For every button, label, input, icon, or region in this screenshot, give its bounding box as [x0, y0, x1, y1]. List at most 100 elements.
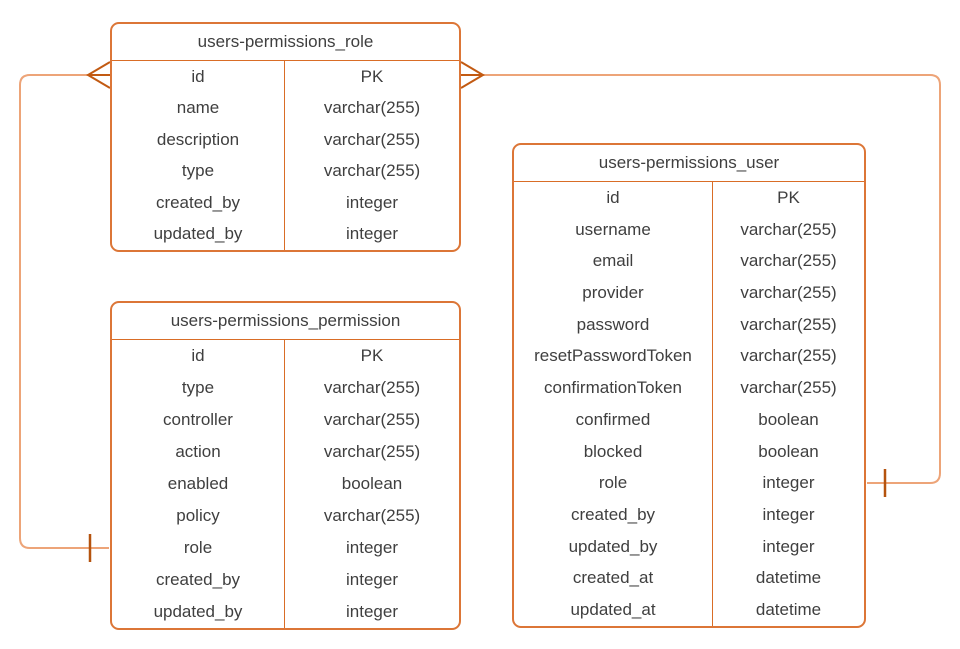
field-row: action varchar(255): [112, 436, 459, 468]
entity-table-users-permissions-user: users-permissions_user id PK username va…: [512, 143, 866, 628]
field-row: type varchar(255): [112, 155, 459, 187]
field-type: varchar(255): [740, 314, 837, 334]
field-name: username: [514, 213, 713, 246]
field-row: provider varchar(255): [514, 277, 864, 309]
field-type: datetime: [755, 568, 822, 588]
field-row: created_at datetime: [514, 562, 864, 595]
field-row: resetPasswordToken varchar(255): [514, 340, 864, 373]
field-type: boolean: [758, 409, 819, 429]
field-name: id: [514, 182, 713, 214]
field-type: integer: [762, 536, 815, 556]
field-name: id: [112, 340, 285, 372]
field-row: name varchar(255): [112, 92, 459, 124]
field-type: varchar(255): [740, 378, 837, 398]
field-row: id PK: [514, 182, 864, 214]
field-type: boolean: [341, 474, 403, 493]
field-name: id: [112, 61, 285, 93]
field-type: varchar(255): [323, 506, 421, 525]
field-name: created_by: [112, 564, 285, 596]
connector-line: [483, 74, 941, 484]
field-row: updated_by integer: [112, 596, 459, 628]
field-type: integer: [346, 602, 398, 621]
field-type: integer: [346, 570, 398, 589]
field-name: confirmationToken: [514, 372, 713, 405]
field-name: enabled: [112, 468, 285, 500]
field-name: updated_by: [112, 218, 285, 250]
field-type: varchar(255): [323, 129, 421, 149]
field-row: updated_by integer: [112, 218, 459, 250]
field-type: varchar(255): [323, 378, 421, 397]
field-row: role integer: [514, 467, 864, 500]
field-row: blocked boolean: [514, 435, 864, 468]
field-row: description varchar(255): [112, 124, 459, 156]
relationship-role-to-user: [460, 61, 941, 497]
field-type: varchar(255): [740, 346, 837, 366]
field-name: policy: [112, 500, 285, 532]
field-type: integer: [762, 473, 815, 493]
field-name: email: [514, 245, 713, 278]
field-type: integer: [346, 192, 398, 212]
connector-line: [19, 74, 109, 549]
field-row: username varchar(255): [514, 213, 864, 246]
table-body: id PK name varchar(255) description varc…: [112, 61, 459, 250]
field-type: boolean: [758, 441, 819, 461]
field-row: enabled boolean: [112, 468, 459, 500]
field-type: varchar(255): [740, 219, 837, 239]
crows-foot-many-icon: [86, 61, 111, 89]
field-name: created_at: [514, 562, 713, 595]
field-row: created_by integer: [112, 187, 459, 219]
field-row: id PK: [112, 61, 459, 93]
field-type: integer: [346, 538, 398, 557]
field-row: email varchar(255): [514, 245, 864, 278]
field-row: confirmed boolean: [514, 404, 864, 436]
relationship-role-to-permission: [19, 61, 111, 562]
field-name: created_by: [514, 499, 713, 531]
field-name: created_by: [112, 187, 285, 219]
field-row: id PK: [112, 340, 459, 372]
field-name: action: [112, 436, 285, 468]
table-title: users-permissions_user: [514, 145, 864, 182]
table-body: id PK type varchar(255) controller varch…: [112, 340, 459, 628]
crows-foot-many-icon: [460, 61, 485, 89]
field-row: controller varchar(255): [112, 404, 459, 436]
field-name: type: [112, 155, 285, 187]
entity-table-users-permissions-role: users-permissions_role id PK name varcha…: [110, 22, 461, 252]
table-body: id PK username varchar(255) email varcha…: [514, 182, 864, 627]
field-type: PK: [777, 187, 800, 207]
field-name: updated_by: [514, 530, 713, 563]
field-type: integer: [762, 505, 815, 525]
field-name: updated_by: [112, 596, 285, 628]
field-type: varchar(255): [323, 410, 421, 429]
field-name: controller: [112, 404, 285, 436]
field-name: description: [112, 124, 285, 156]
field-type: varchar(255): [323, 442, 421, 461]
field-row: created_by integer: [112, 564, 459, 596]
field-name: password: [514, 308, 713, 341]
field-type: varchar(255): [323, 161, 421, 181]
field-row: type varchar(255): [112, 372, 459, 404]
field-row: updated_at datetime: [514, 594, 864, 627]
field-type: PK: [360, 346, 384, 365]
field-name: resetPasswordToken: [514, 340, 713, 373]
field-row: role integer: [112, 532, 459, 564]
field-name: confirmed: [514, 404, 713, 436]
field-name: updated_at: [514, 594, 713, 627]
field-type: integer: [346, 224, 398, 244]
field-name: role: [112, 532, 285, 564]
table-title: users-permissions_role: [112, 24, 459, 61]
field-row: password varchar(255): [514, 308, 864, 341]
field-name: name: [112, 92, 285, 124]
field-name: provider: [514, 277, 713, 309]
entity-table-users-permissions-permission: users-permissions_permission id PK type …: [110, 301, 461, 630]
field-type: varchar(255): [740, 251, 837, 271]
field-type: datetime: [755, 600, 822, 620]
field-row: policy varchar(255): [112, 500, 459, 532]
field-name: role: [514, 467, 713, 500]
field-name: type: [112, 372, 285, 404]
field-row: updated_by integer: [514, 530, 864, 563]
field-type: varchar(255): [740, 283, 837, 303]
field-row: confirmationToken varchar(255): [514, 372, 864, 405]
field-row: created_by integer: [514, 499, 864, 531]
